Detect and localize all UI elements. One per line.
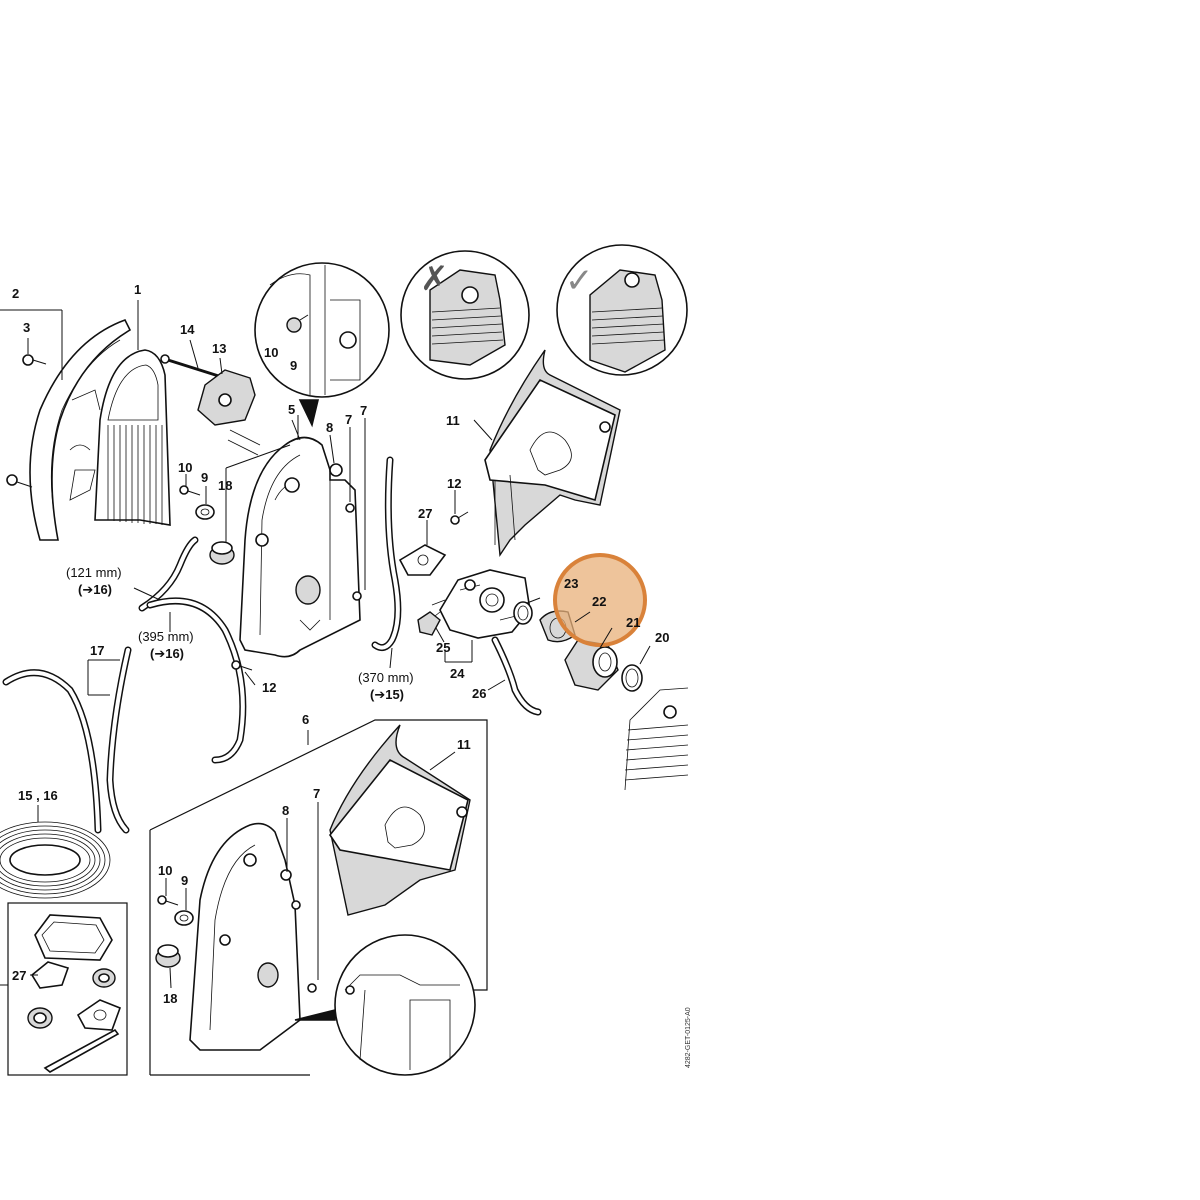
parts-kit-box [0, 902, 128, 1076]
label-6: 6 [302, 712, 309, 727]
ring-23-part [513, 601, 533, 625]
label-8-lower: 8 [282, 803, 289, 818]
primer-bulb-18-part [209, 541, 235, 565]
bolt-14-part [160, 354, 226, 380]
primer-bulb-18-lower-part [155, 944, 181, 968]
label-23: 23 [564, 576, 578, 591]
label-10-lower: 10 [158, 863, 172, 878]
hose-notes: (121 mm) (➔16) (395 mm) (➔16) (370 mm) (… [66, 565, 414, 702]
carburetor-24-part [429, 569, 531, 639]
note-395mm-length: (395 mm) [138, 629, 194, 644]
label-21: 21 [626, 615, 640, 630]
note-370mm-ref: (➔15) [370, 687, 404, 702]
label-7-lower: 7 [313, 786, 320, 801]
hose-121mm-part [138, 536, 199, 612]
label-27-kit: 27 [12, 968, 26, 983]
label-26: 26 [472, 686, 486, 701]
highlight-circle [553, 553, 647, 647]
label-9-lower: 9 [181, 873, 188, 888]
label-9-detail: 9 [290, 358, 297, 373]
wrong-mark-icon: ✗ [420, 259, 449, 299]
filter-cover-part [29, 319, 132, 541]
carburetor-box-5-part [239, 436, 362, 658]
engine-cylinder-part [624, 687, 689, 791]
label-13: 13 [212, 341, 226, 356]
check-mark-icon: ✓ [565, 261, 594, 301]
label-12-upper: 12 [447, 476, 461, 491]
clip-9-lower-part [174, 910, 194, 926]
bracket-13-part [197, 369, 261, 456]
screw-12-upper-part [450, 511, 469, 525]
label-9-upper: 9 [201, 470, 208, 485]
label-10-upper: 10 [178, 460, 192, 475]
label-15-16: 15 , 16 [18, 788, 58, 803]
note-121mm-ref: (➔16) [78, 582, 112, 597]
part-number-labels: 2 3 1 14 13 10 9 5 8 7 7 10 9 18 11 12 2… [12, 282, 669, 1006]
gasket-27-part [398, 544, 447, 576]
label-1: 1 [134, 282, 141, 297]
note-395mm-ref: (➔16) [150, 646, 184, 661]
label-22: 22 [592, 594, 606, 609]
note-370mm-length: (370 mm) [358, 670, 414, 685]
label-27-upper: 27 [418, 506, 432, 521]
label-12-lower: 12 [262, 680, 276, 695]
label-11-upper: 11 [446, 413, 460, 428]
hose-coil-15-16-part [0, 821, 111, 899]
detail-circle-top-part [254, 262, 390, 428]
drawing-reference: 4282-GET-0125-A0 [685, 1007, 692, 1068]
leader-lines [0, 300, 651, 989]
label-7-upper-b: 7 [360, 403, 367, 418]
label-17: 17 [90, 643, 104, 658]
clip-9-part [195, 504, 215, 520]
label-14: 14 [180, 322, 195, 337]
label-11-lower: 11 [457, 737, 471, 752]
label-20: 20 [655, 630, 669, 645]
screw-10-lower-part [157, 895, 179, 906]
label-7-upper-a: 7 [345, 412, 352, 427]
note-121mm-length: (121 mm) [66, 565, 122, 580]
hose-17-part [2, 646, 132, 834]
label-24: 24 [450, 666, 465, 681]
screw-10-part [179, 485, 201, 496]
screw-12-lower-part [231, 660, 253, 671]
label-18-lower: 18 [163, 991, 177, 1006]
label-5: 5 [288, 402, 295, 417]
hose-26-part [491, 636, 542, 716]
label-25: 25 [436, 640, 450, 655]
air-filter-part [94, 349, 171, 526]
label-3: 3 [23, 320, 30, 335]
detail-circle-wrong-part: ✗ [400, 250, 530, 380]
detail-circle-right-part: ✓ [556, 244, 688, 376]
knob-25-part [417, 611, 441, 636]
shroud-11-upper-part [484, 349, 621, 558]
hose-370mm-part [371, 456, 402, 652]
detail-circle-lower-part [294, 934, 476, 1076]
label-10-detail: 10 [264, 345, 278, 360]
hose-395mm-part [146, 597, 247, 764]
manifold-21-part [564, 639, 619, 691]
shroud-11-lower-part [329, 724, 471, 916]
label-8-upper: 8 [326, 420, 333, 435]
screw-3-part [6, 354, 47, 488]
label-2: 2 [12, 286, 19, 301]
clamp-20-part [621, 664, 643, 692]
label-18-upper: 18 [218, 478, 232, 493]
carburetor-box-lower-part [189, 822, 317, 1051]
